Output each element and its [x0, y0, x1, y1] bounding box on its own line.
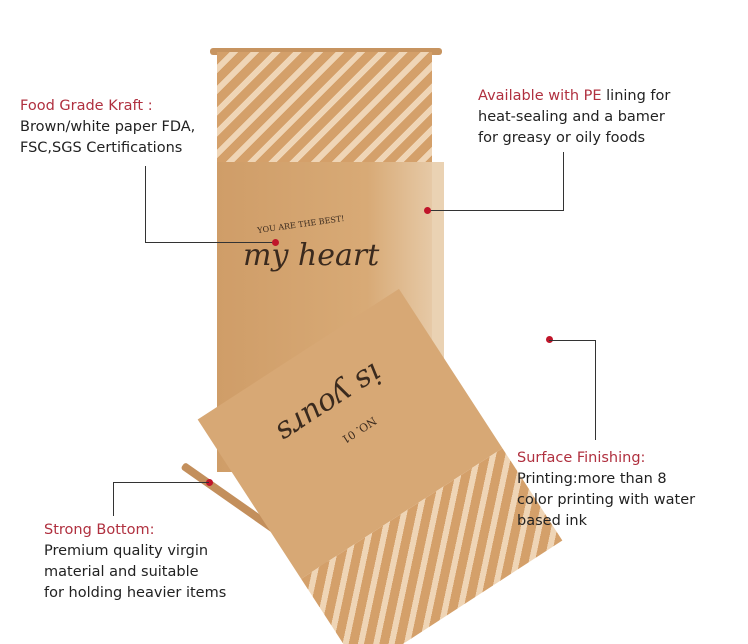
callout-pe-lining: Available with PE lining for heat-sealin…	[478, 86, 670, 149]
callout-line: FSC,SGS Certifications	[20, 140, 183, 156]
callout-line: for holding heavier items	[44, 585, 227, 601]
bag-number: NO. 01	[338, 413, 379, 447]
callout-line: heat-sealing and a bamer	[478, 109, 665, 125]
leader-line	[145, 166, 146, 243]
callout-dot	[206, 479, 213, 486]
callout-line: Printing:more than 8	[517, 471, 667, 487]
callout-line: for greasy or oily foods	[478, 130, 646, 146]
callout-dot	[546, 336, 553, 343]
callout-line: color printing with water	[517, 492, 696, 508]
leader-line	[549, 340, 595, 341]
callout-dot	[272, 239, 279, 246]
callout-line: Brown/white paper FDA,	[20, 119, 196, 135]
callout-title: Available with PE	[478, 88, 602, 104]
leader-line	[113, 482, 114, 516]
callout-title: Surface Finishing:	[517, 450, 646, 466]
leader-line	[145, 242, 275, 243]
callout-dot	[424, 207, 431, 214]
bag-ending: is yours	[269, 355, 389, 450]
leader-line	[595, 340, 596, 440]
leader-line	[563, 152, 564, 210]
bag-tagline: YOU ARE THE BEST!	[256, 213, 345, 236]
callout-line: lining for	[601, 88, 671, 104]
bag-striped-top	[217, 52, 432, 162]
callout-title: Food Grade Kraft :	[20, 98, 153, 114]
leader-line	[428, 210, 564, 211]
callout-title: Strong Bottom:	[44, 522, 155, 538]
bag-fold-strip	[210, 48, 442, 55]
callout-line: based ink	[517, 513, 587, 529]
callout-surface-finishing: Surface Finishing: Printing:more than 8 …	[517, 448, 695, 532]
callout-line: Premium quality virgin	[44, 543, 209, 559]
bag-headline: my heart	[243, 238, 380, 273]
leader-line	[113, 482, 209, 483]
callout-food-grade: Food Grade Kraft : Brown/white paper FDA…	[20, 96, 195, 159]
callout-line: material and suitable	[44, 564, 199, 580]
callout-strong-bottom: Strong Bottom: Premium quality virgin ma…	[44, 520, 226, 604]
